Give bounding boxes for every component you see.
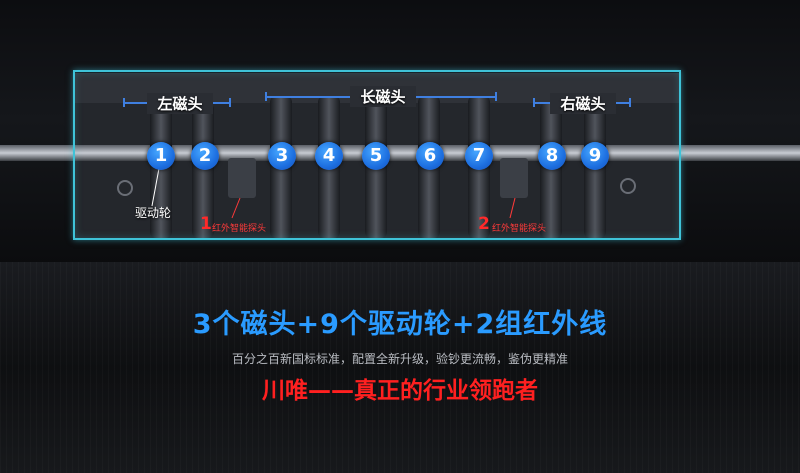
bracket-tick [123, 98, 125, 107]
wheel-badge-5: 5 [362, 142, 390, 170]
wheel-badge-4: 4 [315, 142, 343, 170]
bracket-tick [265, 92, 267, 101]
highlight-frame [73, 70, 681, 240]
wheel-badge-9: 9 [581, 142, 609, 170]
left-head-label: 左磁头 [147, 93, 213, 114]
bracket-tick [533, 98, 535, 107]
wheel-badge-7: 7 [465, 142, 493, 170]
text-panel-background [0, 262, 800, 473]
infrared-right-number: 2 [478, 214, 490, 234]
wheel-badge-2: 2 [191, 142, 219, 170]
feature-subline: 百分之百新国标标准，配置全新升级，验钞更流畅，鉴伪更精准 [231, 352, 568, 366]
wheel-badge-6: 6 [416, 142, 444, 170]
wheel-badge-1: 1 [147, 142, 175, 170]
right-head-label: 右磁头 [550, 93, 616, 114]
bracket-tick [229, 98, 231, 107]
wheel-badge-3: 3 [268, 142, 296, 170]
feature-headline: 3个磁头+9个驱动轮+2组红外线 [192, 309, 608, 340]
drive-wheel-label: 驱动轮 [135, 206, 172, 220]
infrared-left-label: 红外智能探头 [212, 224, 267, 234]
brand-slogan: 川唯——真正的行业领跑者 [262, 378, 538, 404]
bracket-tick [495, 92, 497, 101]
infrared-right-label: 红外智能探头 [492, 224, 547, 234]
bracket-tick [629, 98, 631, 107]
infrared-left-number: 1 [200, 214, 212, 234]
wheel-badge-8: 8 [538, 142, 566, 170]
long-head-label: 长磁头 [350, 86, 416, 107]
